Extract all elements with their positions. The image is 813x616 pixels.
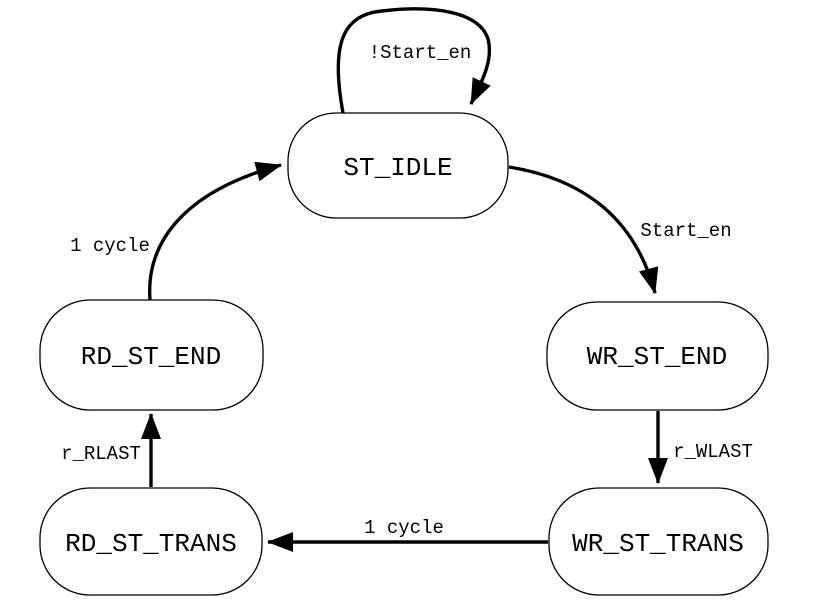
transition-label-r-rlast: r_RLAST (61, 443, 141, 465)
state-rd-st-trans: RD_ST_TRANS (39, 487, 263, 596)
transition-label-1-cycle-left: 1 cycle (70, 235, 150, 257)
state-wr-st-trans-shape (548, 487, 769, 596)
state-rd-st-end-shape (39, 299, 264, 411)
state-wr-st-trans: WR_ST_TRANS (548, 487, 769, 596)
state-rd-st-trans-shape (39, 487, 263, 596)
state-rd-st-trans-label: RD_ST_TRANS (65, 529, 237, 559)
state-wr-st-end-label: WR_ST_END (587, 342, 727, 372)
state-rd-st-end-label: RD_ST_END (81, 342, 221, 372)
state-st-idle: ST_IDLE (287, 112, 509, 219)
transition-label-start-en: Start_en (640, 220, 731, 242)
transition-rd-st-end-to-st-idle-arrow (147, 161, 282, 301)
state-wr-st-end-shape (546, 301, 769, 411)
state-rd-st-end: RD_ST_END (39, 299, 264, 411)
state-st-idle-label: ST_IDLE (343, 153, 452, 183)
transition-label-not-start-en: !Start_en (369, 42, 472, 64)
transition-st-idle-to-wr-st-end-arrow (508, 165, 659, 294)
transition-st-idle-self-arrow (336, 7, 492, 114)
state-wr-st-end: WR_ST_END (546, 301, 769, 411)
transition-label-1-cycle-bottom: 1 cycle (364, 517, 444, 539)
state-wr-st-trans-label: WR_ST_TRANS (572, 529, 744, 559)
state-st-idle-shape (287, 112, 509, 219)
transition-label-r-wlast: r_WLAST (673, 441, 753, 463)
